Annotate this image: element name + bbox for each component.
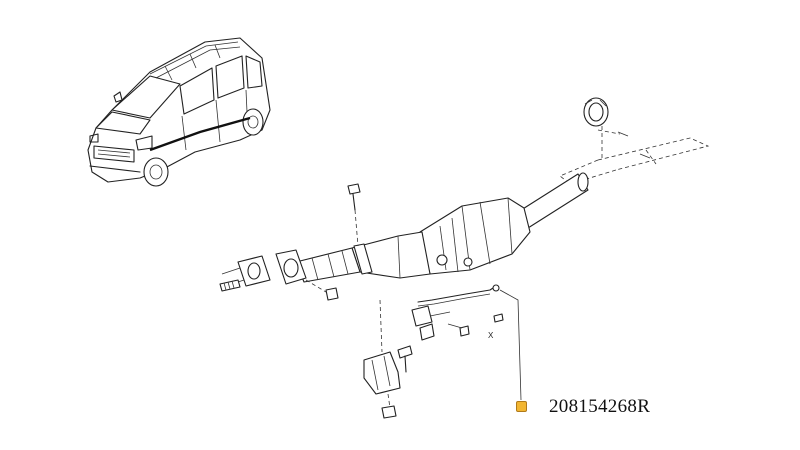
pressure-sensor-harness: X <box>411 284 504 341</box>
van-illustration <box>87 37 271 187</box>
callout-leader <box>499 289 522 401</box>
part-number-label: 208154268R <box>549 396 651 417</box>
mounting-bracket <box>363 299 413 419</box>
particulate-filter-assembly <box>275 172 589 285</box>
front-flange <box>275 249 307 285</box>
upper-bolt <box>347 183 361 247</box>
stud-bolt <box>219 279 241 292</box>
callout-marker <box>516 401 527 412</box>
rubber-mount <box>583 97 609 127</box>
marker-x-label: X <box>488 331 494 340</box>
rear-pipe-section <box>559 97 710 185</box>
flange-nut <box>305 279 339 301</box>
